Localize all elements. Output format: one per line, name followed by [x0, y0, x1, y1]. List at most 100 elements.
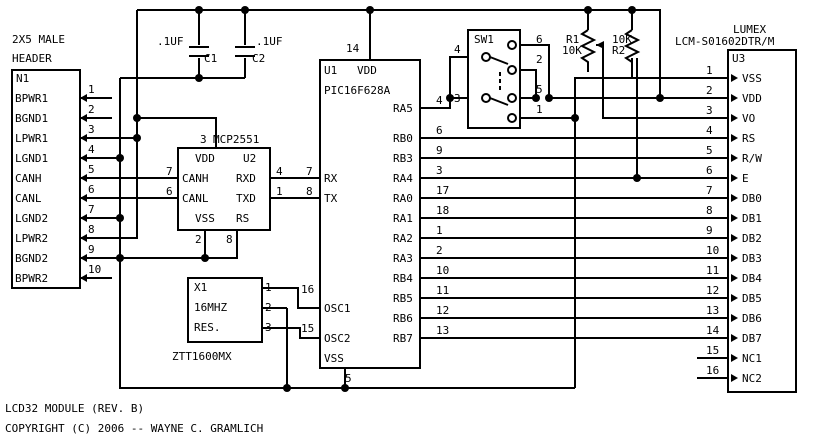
- lcd-pin-arrow: [731, 274, 738, 282]
- u2-ref: U2: [243, 152, 256, 165]
- header-pin-name: LPWR1: [15, 132, 48, 145]
- header-pin-arrow: [80, 174, 87, 182]
- resistor-group: R1 10K 10K R2: [562, 29, 641, 72]
- u1-pin-number: 4: [436, 94, 443, 107]
- header-pin-number: 9: [88, 243, 95, 256]
- header-pin-arrow: [80, 94, 87, 102]
- r1-body: [579, 29, 597, 72]
- lcd-pin-number: 14: [706, 324, 720, 337]
- u1-pin-number: 13: [436, 324, 449, 337]
- header-pin-name: CANL: [15, 192, 42, 205]
- header-pin-arrow: [80, 254, 87, 262]
- u2-canh-pin-num: 7: [166, 165, 173, 178]
- u1-pin-number: 11: [436, 284, 449, 297]
- lcd-pin-number: 10: [706, 244, 719, 257]
- u1-osc2-pin-num: 15: [301, 322, 314, 335]
- u1-pin-name: RA4: [393, 172, 413, 185]
- junction-dot: [366, 6, 374, 14]
- lcd-pin-name: DB7: [742, 332, 762, 345]
- lcd-pin-number: 1: [706, 64, 713, 77]
- r2-body: [623, 29, 641, 63]
- u1-vss-label: VSS: [324, 352, 344, 365]
- junction-dot: [116, 154, 124, 162]
- sw1-ref: SW1: [474, 33, 494, 46]
- junction-dot: [545, 94, 553, 102]
- r1-value: 10K: [562, 44, 582, 57]
- x1-body: [187, 277, 263, 343]
- u2-rs-label: RS: [236, 212, 249, 225]
- transceiver-u2: 3 MCP2551 VDD U2 CANH RXD CANL TXD VSS R…: [166, 133, 283, 258]
- lcd-u3: LUMEX LCM-S01602DTR/M U3 1VSS2VDD3VO4RS5…: [675, 23, 797, 393]
- junction-dot: [195, 74, 203, 82]
- lcd-pin-name: R/W: [742, 152, 762, 165]
- header-pin-number: 8: [88, 223, 95, 236]
- lcd-pin-name: DB6: [742, 312, 762, 325]
- header-pin-arrow: [80, 114, 87, 122]
- header-pin-name: CANH: [15, 172, 42, 185]
- wire-ra5: [420, 56, 468, 109]
- header-pin-number: 3: [88, 123, 95, 136]
- u2-vss-pin-num: 2: [195, 233, 202, 246]
- lcd-pin-number: 2: [706, 84, 713, 97]
- u1-body: [319, 59, 421, 369]
- junction-dot: [116, 214, 124, 222]
- r2-value: 10K: [612, 33, 632, 46]
- sw1-contact: [507, 40, 517, 50]
- u1-tx-label: TX: [324, 192, 338, 205]
- junction-dot: [283, 384, 291, 392]
- u2-canl-pin-num: 6: [166, 185, 173, 198]
- lcd-pin-arrow: [731, 314, 738, 322]
- wire-osc2: [262, 327, 320, 339]
- header-pin-number: 1: [88, 83, 95, 96]
- lcd-pin-group: 1VSS2VDD3VO4RS5R/W6E7DB08DB19DB210DB311D…: [697, 64, 762, 385]
- sw1-pin1: 1: [536, 103, 543, 116]
- r1-ref: R1: [566, 33, 579, 46]
- sw1-contact: [481, 93, 491, 103]
- r2-ref: R2: [612, 44, 625, 57]
- header-pin-arrow: [80, 194, 87, 202]
- junction-dot: [571, 114, 579, 122]
- u1-pin-number: 17: [436, 184, 449, 197]
- lcd-pin-name: DB3: [742, 252, 762, 265]
- junction-dot: [201, 254, 209, 262]
- sw1-lever: [489, 97, 509, 106]
- header-pin-arrow: [80, 214, 87, 222]
- u2-vdd-pin-num: 3: [200, 133, 207, 146]
- lcd-pin-number: 15: [706, 344, 719, 357]
- u2-rxd-pin-num: 4: [276, 165, 283, 178]
- x1-freq: 16MHZ: [194, 301, 227, 314]
- u1-pin-number: 1: [436, 224, 443, 237]
- lcd-pin-arrow: [731, 214, 738, 222]
- u1-pin-name: RA3: [393, 252, 413, 265]
- junction-dot: [116, 254, 124, 262]
- title-line2: COPYRIGHT (C) 2006 -- WAYNE C. GRAMLICH: [5, 422, 263, 435]
- u1-pin-name: RB5: [393, 292, 413, 305]
- lcd-pin-name: NC1: [742, 352, 762, 365]
- header-pin-number: 4: [88, 143, 95, 156]
- u1-pin-name: RB3: [393, 152, 413, 165]
- lcd-ref: U3: [732, 52, 745, 65]
- lcd-pin-arrow: [731, 134, 738, 142]
- x1-ref: X1: [194, 281, 207, 294]
- wire-vo: [602, 45, 697, 119]
- sw1-pin5: 5: [536, 83, 543, 96]
- u1-pin-name: RA2: [393, 232, 413, 245]
- u1-tx-pin-num: 8: [306, 185, 313, 198]
- u1-pin-number: 18: [436, 204, 449, 217]
- lcd-pin-name: NC2: [742, 372, 762, 385]
- sw1-pin2: 2: [536, 53, 543, 66]
- u1-pin-name: RB7: [393, 332, 413, 345]
- lcd-pin-name: DB5: [742, 292, 762, 305]
- junction-dot: [628, 6, 636, 14]
- u2-txd-pin-num: 1: [276, 185, 283, 198]
- wire-sw2: [520, 69, 537, 98]
- x1-pin3: 3: [265, 321, 272, 334]
- header-pin-arrow: [80, 134, 87, 142]
- lcd-maker: LUMEX: [733, 23, 766, 36]
- header-pin-number: 6: [88, 183, 95, 196]
- lcd-pin-number: 11: [706, 264, 719, 277]
- u2-canh-label: CANH: [182, 172, 209, 185]
- junction-dot: [656, 94, 664, 102]
- u2-vss-label: VSS: [195, 212, 215, 225]
- junction-dot: [241, 6, 249, 14]
